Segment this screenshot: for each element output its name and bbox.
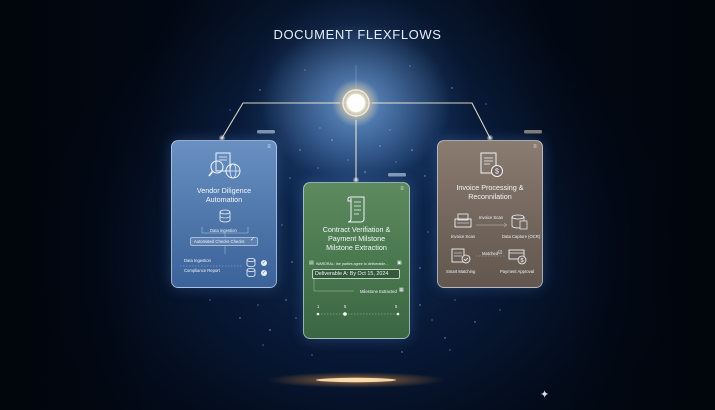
card-vendor-diligence[interactable]: ≡ Vendor Diligence Automation Data inges… xyxy=(171,140,277,288)
card-title-line: Contract Verifiation & xyxy=(322,225,391,234)
calendar-icon: ▦ xyxy=(399,287,404,293)
left-vignette xyxy=(0,0,150,410)
database-stack-icon xyxy=(246,257,256,277)
particle-field xyxy=(209,65,501,356)
automated-checks-box xyxy=(190,237,258,246)
card-title-line: Payment Milstone xyxy=(327,234,386,243)
flow-step-label: Data Ingestion xyxy=(184,258,212,263)
timeline-tick: 1 xyxy=(317,304,320,309)
svg-text:$: $ xyxy=(495,169,499,176)
deliverable-box xyxy=(312,269,400,279)
check-icon: ✓ xyxy=(250,236,256,243)
card-menu-icon[interactable]: ≡ xyxy=(533,144,537,150)
flow-step-label: Automated Checks Checks xyxy=(194,239,245,244)
card-title-line: Vendor Diligence xyxy=(196,186,252,195)
card-invoice-processing[interactable]: ≡ $ Invoice Processing & Reconnilation I… xyxy=(437,140,543,288)
payment-approval-icon: $ xyxy=(508,249,527,265)
database-capture-icon xyxy=(511,214,528,230)
magnifier-document-globe-icon xyxy=(208,152,241,179)
sparkle-icon: ✦ xyxy=(540,389,550,401)
card-title-line: Automation xyxy=(205,195,243,204)
flow-step-label: Data Capture (OCR) xyxy=(502,234,541,239)
doc-icon: ▤ xyxy=(309,260,314,266)
card-title-line: Invoice Processing & xyxy=(456,183,524,192)
card-menu-icon[interactable]: ≡ xyxy=(400,186,404,192)
milestone-timeline xyxy=(316,312,400,316)
vendor-flow-lines xyxy=(180,227,249,267)
flow-arrow-label: Invoice Scan xyxy=(479,215,503,220)
scanner-icon xyxy=(454,213,472,228)
deliverable-text: Deliverable A: By Oct 15, 2024 xyxy=(315,271,389,277)
card-title-line: Milstone Extraction xyxy=(326,243,387,252)
clause-text: WARDRAL: the parties agree to deliverabl… xyxy=(316,262,389,266)
invoice-dollar-icon: $ xyxy=(480,152,503,177)
database-icon xyxy=(219,209,231,223)
milestone-connector xyxy=(313,279,354,292)
card-tab-vendor xyxy=(257,130,275,134)
timeline-tick: 5 xyxy=(395,304,398,309)
flow-step-label: Smart Matching xyxy=(446,269,476,274)
milestone-label: Milestone Extracted xyxy=(360,289,397,294)
connector-nodes xyxy=(218,134,494,184)
card-title-line: Reconnilation xyxy=(468,192,512,201)
card-contract-verification[interactable]: ≡ Contract Verifiation & Payment Milston… xyxy=(303,182,410,339)
note-icon: ▣ xyxy=(397,260,402,266)
smart-matching-icon xyxy=(451,248,471,264)
card-menu-icon[interactable]: ≡ xyxy=(267,144,271,150)
flow-step-label: Invoice Scan xyxy=(451,234,475,239)
scroll-document-icon xyxy=(347,196,365,223)
matched-label: Matched xyxy=(482,251,499,256)
check-circle-icon: ✓ xyxy=(261,260,267,266)
svg-text:$: $ xyxy=(520,258,523,264)
invoice-flow-lines xyxy=(476,222,508,257)
matched-check-icon: ☑ xyxy=(498,249,503,256)
flow-step-label: Data ingestion xyxy=(210,228,237,233)
card-tab-contract xyxy=(388,173,406,177)
check-circle-icon: ✓ xyxy=(261,270,267,276)
timeline-tick: 5 xyxy=(344,304,347,309)
flow-step-label: Compliance Report xyxy=(184,268,220,273)
card-tab-invoice xyxy=(524,130,542,134)
right-vignette xyxy=(565,0,715,410)
flow-step-label: Payment Approval xyxy=(500,269,534,274)
